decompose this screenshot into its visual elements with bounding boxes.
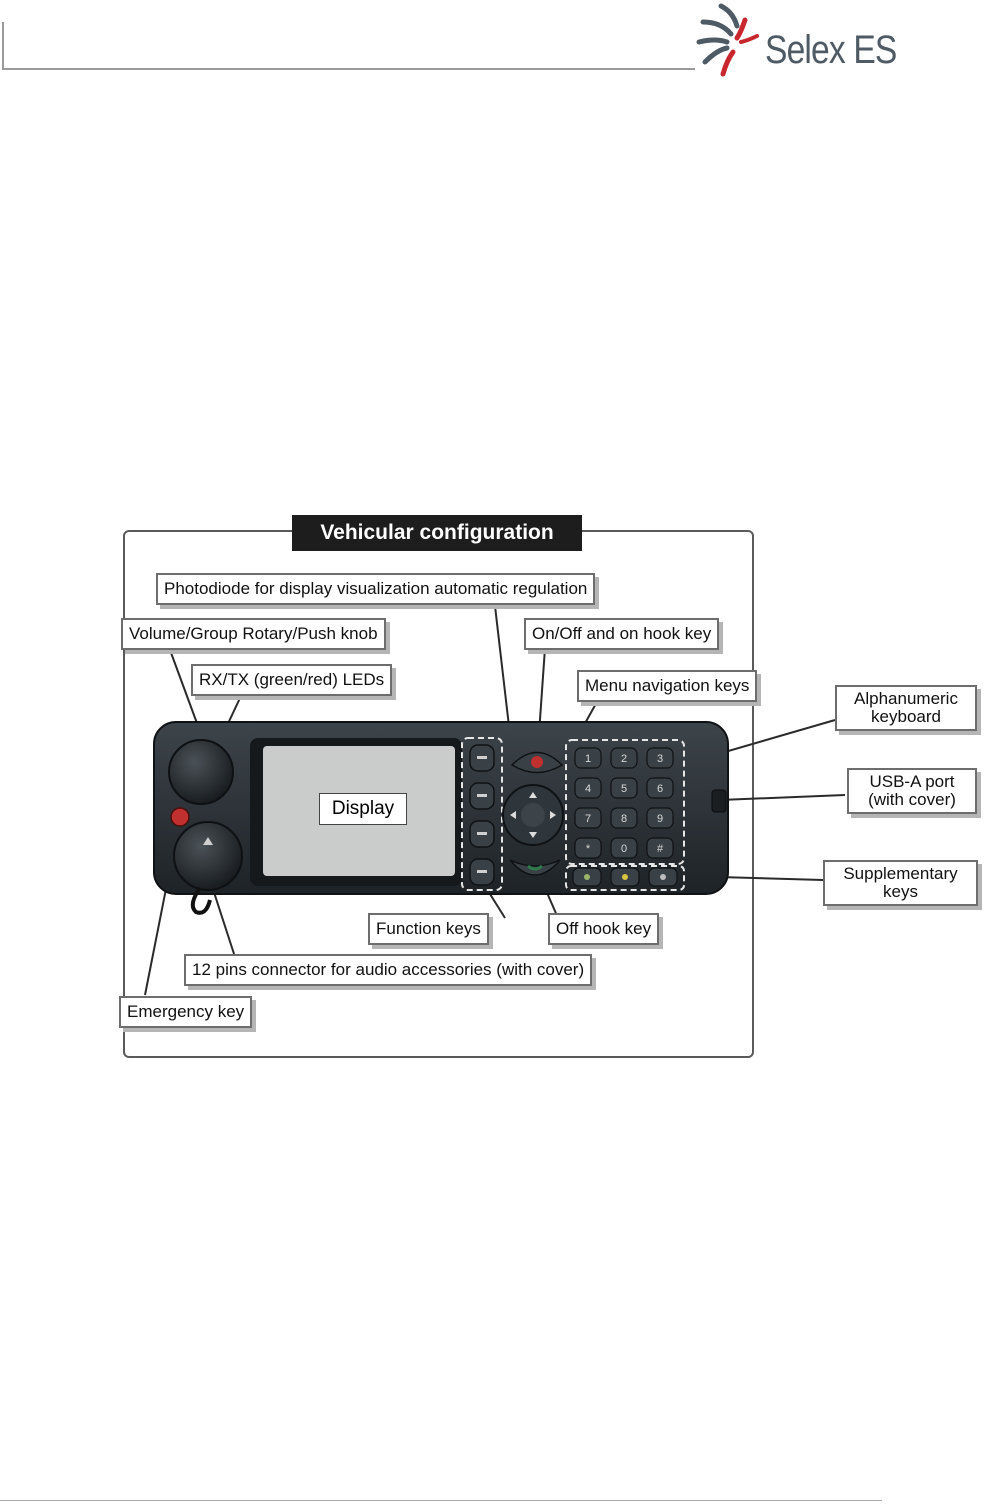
keypad-key-label: * <box>586 843 591 855</box>
callout-supplementary-keys: Supplementary keys <box>823 860 978 906</box>
callout-audio-connector: 12 pins connector for audio accessories … <box>184 954 593 986</box>
header-vertical-rule <box>2 22 4 70</box>
figure-title: Vehicular configuration <box>292 515 582 551</box>
keypad-key-label: # <box>657 843 664 855</box>
logo-wordmark: Selex ES <box>765 28 897 72</box>
footer-rule <box>0 1500 882 1501</box>
callout-usb-line2: (with cover) <box>868 790 956 809</box>
callout-off-hook-key: Off hook key <box>548 913 660 945</box>
keypad-key-label: 7 <box>585 813 591 825</box>
selex-starburst-icon <box>696 3 759 77</box>
keypad-key-label: 4 <box>585 783 591 795</box>
callout-alphanumeric-keyboard: Alphanumeric keyboard <box>835 685 977 731</box>
callout-usb-line1: USB-A port <box>869 772 955 791</box>
callout-supplementary-line2: keys <box>883 882 918 901</box>
keypad-key-label: 2 <box>621 753 627 765</box>
callout-rx-tx-leds: RX/TX (green/red) LEDs <box>191 664 393 696</box>
callout-menu-nav-keys: Menu navigation keys <box>577 670 758 702</box>
keypad-key-label: 9 <box>657 813 663 825</box>
callout-usb-port: USB-A port (with cover) <box>847 768 977 814</box>
callout-supplementary-line1: Supplementary <box>843 864 958 883</box>
callout-on-off-key: On/Off and on hook key <box>524 618 720 650</box>
callout-function-keys: Function keys <box>368 913 489 945</box>
keypad-key-label: 3 <box>657 753 663 765</box>
display-label: Display <box>319 793 407 825</box>
keypad-key-label: 6 <box>657 783 663 795</box>
callout-volume-knob: Volume/Group Rotary/Push knob <box>121 618 386 650</box>
callout-alphanumeric-line1: Alphanumeric <box>854 689 958 708</box>
header-horizontal-rule <box>2 68 695 70</box>
callout-emergency-key: Emergency key <box>119 996 253 1028</box>
callout-alphanumeric-line2: keyboard <box>871 707 941 726</box>
keypad-key-label: 5 <box>621 783 627 795</box>
keypad-key-label: 0 <box>621 843 627 855</box>
keypad-key-label: 1 <box>585 753 591 765</box>
callout-photodiode: Photodiode for display visualization aut… <box>156 573 596 605</box>
keypad-key-label: 8 <box>621 813 627 825</box>
selex-es-logo: Selex ES <box>693 0 903 80</box>
